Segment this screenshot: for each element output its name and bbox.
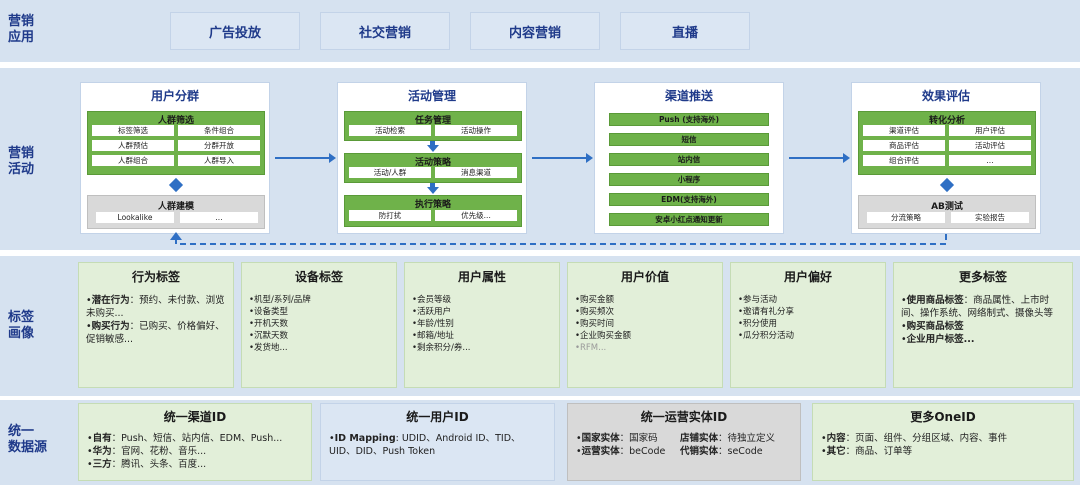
task-management-box: 任务管理 活动检索 活动操作	[344, 111, 522, 141]
row-label-marketing-application: 营销 应用	[8, 14, 35, 45]
panel-user-segmentation[interactable]: 用户分群 人群筛选 标签筛选 条件组合 人群预估 分群开放 人群组合 人群导入 …	[80, 82, 270, 234]
cell[interactable]: 分流策略	[867, 212, 945, 223]
row-label-tag-profile: 标签 画像	[8, 310, 35, 341]
tag-user-value[interactable]: 用户价值 •购买金额 •购买频次 •购买时间 •企业购买金额 •RFM...	[567, 262, 723, 388]
arrow-right-icon	[532, 153, 593, 163]
tag-user-attributes[interactable]: 用户属性 •会员等级 •活跃用户 •年龄/性别 •邮箱/地址 •剩余积分/券..…	[404, 262, 560, 388]
conversion-analysis-box: 转化分析 渠道评估 用户评估 商品评估 活动评估 组合评估 ...	[858, 111, 1036, 175]
datasource-channel-id[interactable]: 统一渠道ID •自有：Push、短信、站内信、EDM、Push... •华为：官…	[78, 403, 312, 481]
panel-title: 用户分群	[150, 89, 199, 103]
arrow-stem	[430, 141, 435, 145]
channel-edm[interactable]: EDM(支持海外)	[609, 193, 769, 206]
cell[interactable]: 活动操作	[435, 125, 517, 136]
cell[interactable]: 渠道评估	[863, 125, 945, 136]
tag-more[interactable]: 更多标签 •使用商品标签：商品属性、上市时间、操作系统、网络制式、摄像头等 •购…	[893, 262, 1073, 388]
channel-mini-program[interactable]: 小程序	[609, 173, 769, 186]
cell[interactable]: 防打扰	[349, 210, 431, 221]
channel-android-red-dot[interactable]: 安卓小红点通知更新	[609, 213, 769, 226]
arrow-stem	[430, 183, 435, 187]
app-ad-delivery[interactable]: 广告投放	[170, 12, 300, 50]
activity-strategy-box: 活动策略 活动/人群 消息渠道	[344, 153, 522, 183]
cell[interactable]: 标签筛选	[92, 125, 174, 136]
cell[interactable]: 优先级...	[435, 210, 517, 221]
tag-behavior[interactable]: 行为标签 •潜在行为：预约、未付款、浏览未购买... •购买行为：已购买、价格偏…	[78, 262, 234, 388]
app-content-marketing[interactable]: 内容营销	[470, 12, 600, 50]
arrow-down-icon	[427, 187, 439, 194]
panel-title: 渠道推送	[664, 89, 713, 103]
crowd-modeling-box: 人群建模 Lookalike ...	[87, 195, 265, 229]
cell[interactable]: Lookalike	[96, 212, 174, 223]
cell[interactable]: 组合评估	[863, 155, 945, 166]
panel-activity-management[interactable]: 活动管理 任务管理 活动检索 活动操作 活动策略 活动/人群 消息渠道 执行策略…	[337, 82, 527, 234]
marketing-activity-row: 营销 活动 用户分群 人群筛选 标签筛选 条件组合 人群预估 分群开放 人群组合…	[0, 68, 1080, 250]
datasource-operation-entity-id[interactable]: 统一运营实体ID •国家实体：国家码 店铺实体：待独立定义 •运营实体：beCo…	[567, 403, 801, 481]
crowd-screening-box: 人群筛选 标签筛选 条件组合 人群预估 分群开放 人群组合 人群导入	[87, 111, 265, 175]
channel-push[interactable]: Push (支持海外)	[609, 113, 769, 126]
tag-profile-row: 标签 画像 行为标签 •潜在行为：预约、未付款、浏览未购买... •购买行为：已…	[0, 256, 1080, 396]
arrow-right-icon	[275, 153, 336, 163]
row-label-unified-datasource: 统一 数据源	[8, 424, 48, 455]
cell[interactable]: 消息渠道	[435, 167, 517, 178]
cell[interactable]: 条件组合	[178, 125, 260, 136]
cell[interactable]: 活动评估	[949, 140, 1031, 151]
datasource-user-id[interactable]: 统一用户ID •ID Mapping: UDID、Android ID、TID、…	[320, 403, 555, 481]
cell[interactable]: 实验报告	[951, 212, 1029, 223]
tag-device[interactable]: 设备标签 •机型/系列/品牌 •设备类型 •开机天数 •沉默天数 •发货地...	[241, 262, 397, 388]
marketing-application-row: 营销 应用 广告投放 社交营销 内容营销 直播	[0, 0, 1080, 62]
ab-test-box: AB测试 分流策略 实验报告	[858, 195, 1036, 229]
panel-channel-push[interactable]: 渠道推送 Push (支持海外) 短信 站内信 小程序 EDM(支持海外) 安卓…	[594, 82, 784, 234]
cell[interactable]: 活动/人群	[349, 167, 431, 178]
panel-title: 效果评估	[921, 89, 970, 103]
panel-effect-evaluation[interactable]: 效果评估 转化分析 渠道评估 用户评估 商品评估 活动评估 组合评估 ... A…	[851, 82, 1041, 234]
row-label-marketing-activity: 营销 活动	[8, 146, 35, 177]
cell[interactable]: 分群开放	[178, 140, 260, 151]
app-live-streaming[interactable]: 直播	[620, 12, 750, 50]
cell[interactable]: 人群预估	[92, 140, 174, 151]
channel-sms[interactable]: 短信	[609, 133, 769, 146]
cell[interactable]: ...	[949, 155, 1031, 166]
arrow-right-icon	[789, 153, 850, 163]
cell[interactable]: ...	[180, 212, 258, 223]
feedback-loop-arrow-icon	[170, 232, 947, 245]
cell[interactable]: 人群导入	[178, 155, 260, 166]
tag-user-preference[interactable]: 用户偏好 •参与活动 •邀请有礼分享 •积分使用 •瓜分积分活动	[730, 262, 886, 388]
execution-strategy-box: 执行策略 防打扰 优先级...	[344, 195, 522, 227]
arrow-down-icon	[427, 145, 439, 152]
cell[interactable]: 用户评估	[949, 125, 1031, 136]
cell[interactable]: 人群组合	[92, 155, 174, 166]
channel-inbox[interactable]: 站内信	[609, 153, 769, 166]
unified-datasource-row: 统一 数据源 统一渠道ID •自有：Push、短信、站内信、EDM、Push..…	[0, 400, 1080, 485]
datasource-more-oneid[interactable]: 更多OneID •内容：页面、组件、分组区域、内容、事件 •其它：商品、订单等	[812, 403, 1074, 481]
panel-title: 活动管理	[407, 89, 456, 103]
cell[interactable]: 活动检索	[349, 125, 431, 136]
app-social-marketing[interactable]: 社交营销	[320, 12, 450, 50]
cell[interactable]: 商品评估	[863, 140, 945, 151]
